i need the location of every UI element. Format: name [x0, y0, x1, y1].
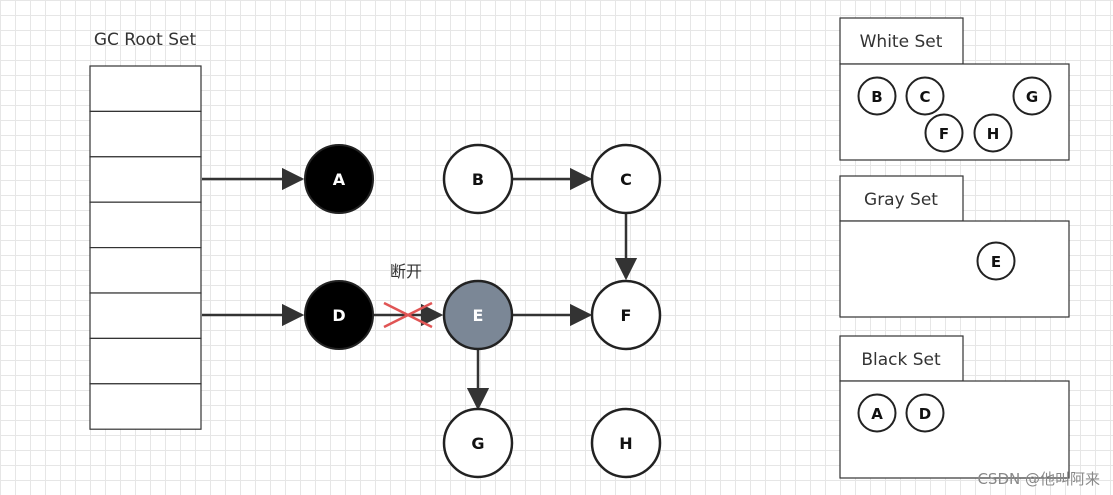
node-f-label: F: [621, 306, 632, 325]
white-set-tab: [839, 17, 964, 65]
node-a-label: A: [333, 170, 346, 189]
white-set-item-f: F: [924, 113, 964, 153]
root-slot-2: [89, 110, 202, 158]
gray-set-item-e: E: [976, 241, 1016, 281]
node-c: C: [590, 143, 662, 215]
svg-text:G: G: [1026, 88, 1038, 106]
root-slot-8: [89, 383, 202, 430]
node-g: G: [442, 407, 514, 479]
node-f: F: [590, 279, 662, 351]
gray-set-tab: [839, 175, 964, 222]
node-h-label: H: [619, 434, 632, 453]
black-set-item-d: D: [905, 393, 945, 433]
node-c-label: C: [620, 170, 632, 189]
root-set-stack: [89, 65, 202, 430]
root-slot-6: [89, 292, 202, 340]
node-b: B: [442, 143, 514, 215]
svg-text:C: C: [919, 88, 930, 106]
broken-link-label: 断开: [390, 262, 422, 281]
watermark: CSDN @他叫阿来: [977, 470, 1100, 488]
gray-set-panel: Gray Set E: [839, 175, 1070, 318]
black-set-panel: Black Set A D: [839, 335, 1070, 479]
root-slot-1: [89, 65, 202, 113]
white-set-item-b: B: [857, 76, 897, 116]
gray-set-body: [839, 220, 1070, 318]
node-a: A: [304, 144, 374, 214]
white-set-panel: White Set B C G F H: [839, 17, 1070, 161]
white-set-item-g: G: [1012, 76, 1052, 116]
svg-text:H: H: [987, 125, 1000, 143]
node-e: E: [442, 279, 514, 351]
svg-text:D: D: [919, 405, 931, 423]
svg-text:F: F: [939, 125, 949, 143]
root-set-title: GC Root Set: [94, 30, 197, 50]
root-slot-4: [89, 201, 202, 249]
white-set-item-h: H: [973, 113, 1013, 153]
node-d: D: [304, 280, 374, 350]
svg-text:E: E: [991, 253, 1001, 271]
node-e-label: E: [473, 306, 484, 325]
node-g-label: G: [471, 434, 484, 453]
root-slot-5: [89, 247, 202, 294]
root-slot-3: [89, 156, 202, 203]
svg-text:B: B: [871, 88, 882, 106]
white-set-item-c: C: [905, 76, 945, 116]
black-set-title: Black Set: [861, 350, 941, 370]
gray-set-title: Gray Set: [864, 190, 938, 210]
node-b-label: B: [472, 170, 484, 189]
node-d-label: D: [332, 306, 345, 325]
white-set-title: White Set: [860, 32, 943, 52]
black-set-item-a: A: [857, 393, 897, 433]
node-h: H: [590, 407, 662, 479]
broken-link-cross-icon: [383, 301, 433, 329]
svg-text:A: A: [871, 405, 883, 423]
root-slot-7: [89, 337, 202, 385]
